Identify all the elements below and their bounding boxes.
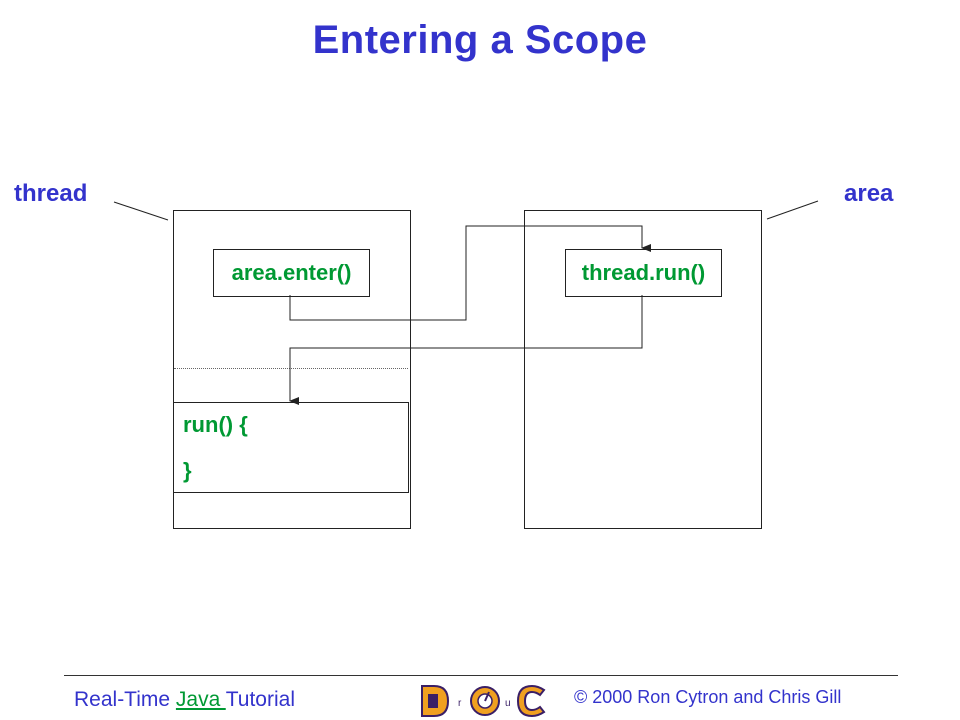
run-method-close-brace: } [183,458,192,483]
area-leader-line [766,200,819,220]
thread-label: thread [14,180,88,207]
svg-text:u: u [505,698,511,709]
footer-prefix: Real-Time [74,688,176,711]
footer-copyright: © 2000 Ron Cytron and Chris Gill [574,687,842,707]
thread-run-call-box: thread.run() [565,249,722,297]
footer-course-title: Real-Time Java Tutorial [74,688,295,712]
footer-divider [64,675,898,676]
thread-leader-line [113,201,169,221]
footer-suffix: Tutorial [225,688,295,711]
svg-text:r: r [458,698,462,709]
doc-logo: r u [421,684,546,718]
slide-title: Entering a Scope [312,18,648,62]
area-label: area [844,180,894,207]
area-enter-call-box: area.enter() [213,249,370,297]
java-link[interactable]: Java [175,688,226,711]
run-method-signature: run() { [183,412,248,437]
run-method-box: run() { } [173,402,409,493]
scope-divider-dotted [174,368,408,369]
